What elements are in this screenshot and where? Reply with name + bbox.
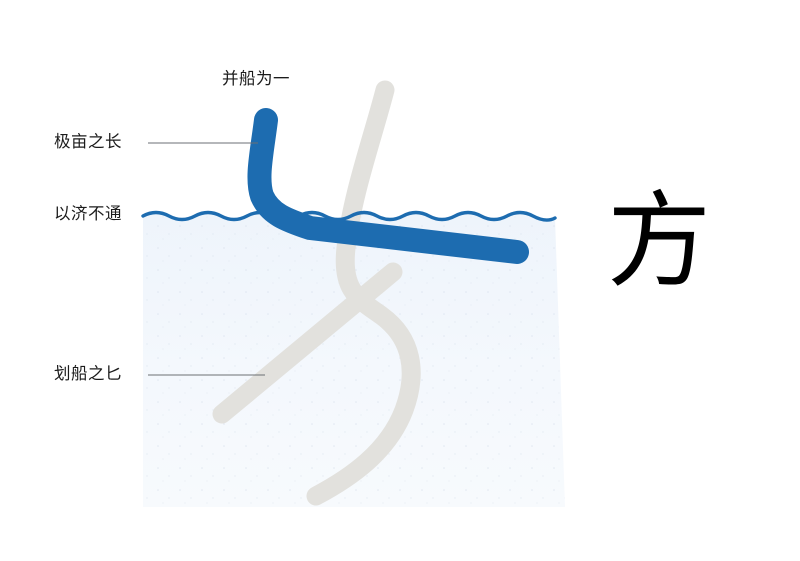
- ghost-stroke-descender: [306, 80, 421, 506]
- highlight-stroke-boat: [247, 108, 529, 264]
- annotation-label-water: 以济不通: [54, 204, 122, 223]
- annotation-label-upper: 极亩之长: [54, 132, 122, 151]
- hero-character-fang: 方: [606, 180, 711, 302]
- ghost-strokes-group: [212, 80, 421, 506]
- annotation-label-lower: 划船之匕: [54, 364, 122, 383]
- annotation-label-top: 并船为一: [222, 69, 290, 88]
- ghost-stroke-diagonal: [212, 262, 403, 424]
- water-surface-wave: [141, 210, 557, 222]
